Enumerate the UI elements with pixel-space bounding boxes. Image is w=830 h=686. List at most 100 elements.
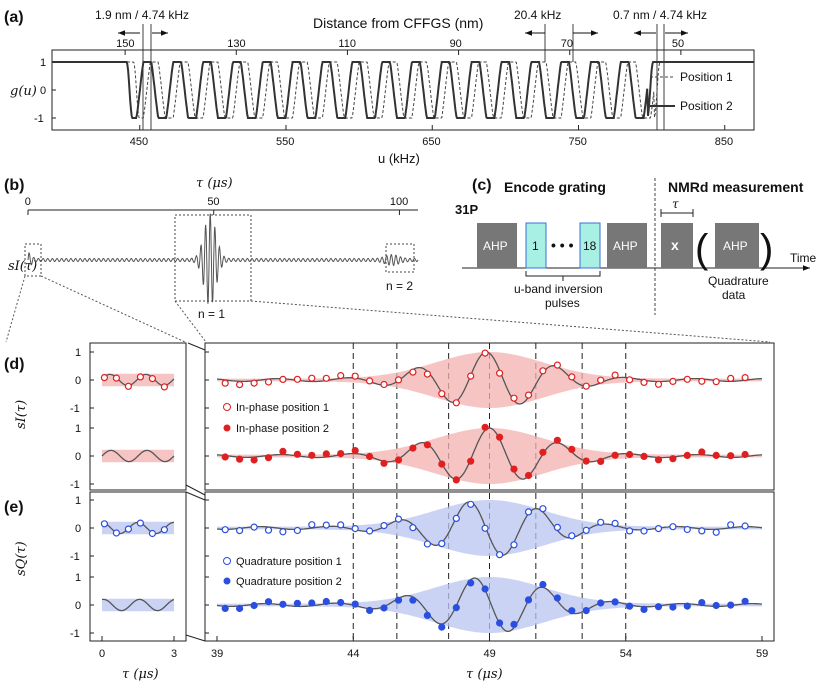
data-point-filled [669,455,677,463]
data-point-filled [496,433,504,441]
data-point-open [337,372,345,380]
data-point-filled [423,441,431,449]
data-point-open [250,523,258,531]
legend-quadrature-1: Quadrature position 1 [236,556,342,568]
data-point-filled [264,454,273,462]
panel-a-ylabel: g(u) [10,84,37,99]
data-point-filled [481,585,489,593]
nmrd-title: NMRd measurement [668,179,804,195]
data-point-filled [553,436,562,444]
time-label: Time [790,251,817,265]
zoom-line-a [5,275,26,343]
data-point-filled [452,476,460,484]
panel-d-left-frame [89,342,187,491]
bottom-tick-label: 59 [756,648,768,660]
data-point-open [112,529,121,537]
data-point-open [394,376,403,384]
y-tick-label: -1 [70,628,80,640]
data-point-open [481,349,489,357]
data-point-filled [524,596,533,604]
data-point-open [160,383,168,391]
data-point-open [496,369,504,377]
data-point-open [100,374,109,382]
x-pulse-label: x [671,237,679,253]
data-point-open [308,374,316,382]
data-point-open [308,521,316,529]
data-point-open [236,526,244,535]
panel-a-annotation-arrows [118,24,688,130]
data-point-filled [568,445,576,453]
data-point-open [669,523,677,531]
bottom-tick-label: 0 [99,648,105,660]
data-point-filled [394,456,403,464]
legend-position-2: Position 2 [680,99,733,113]
data-point-open [568,373,576,381]
data-point-open [467,372,475,380]
legend-filled-blue-marker [223,577,231,585]
data-point-open [467,500,475,508]
data-point-open [640,527,648,535]
data-point-open [438,539,446,548]
inversion-caption-1: u-band inversion [514,282,603,296]
label-n1: n = 1 [198,307,225,321]
bottom-right-xlabel: τ (μs) [466,667,503,682]
data-point-filled [669,603,677,611]
bottom-tick-label: 3 [171,648,177,660]
bottom-tick-label: 54 [620,648,632,660]
data-point-filled [625,602,634,610]
panel-e-label: (e) [4,499,24,516]
ahp-block-3 [715,223,759,268]
zoom-box-n2 [385,243,415,273]
tau-label: τ [672,197,679,211]
panel-a-top-tick-label: 130 [227,38,245,50]
data-point-filled [597,599,605,607]
axis-break-mark [185,634,206,642]
data-point-open [510,394,518,402]
panel-e-legend: Quadrature position 1 Quadrature positio… [223,556,342,588]
panel-a-bottom-tick-label: 850 [715,136,733,148]
data-point-filled [351,447,359,455]
data-point-filled [236,604,244,613]
inversion-brace [525,271,601,281]
data-point-open [279,375,287,383]
data-point-open [712,528,720,536]
data-point-filled [467,457,475,465]
data-point-filled [611,598,619,606]
data-point-open [582,382,590,390]
data-point-open [337,521,345,529]
data-point-open [510,541,518,549]
data-point-open [221,379,229,387]
panel-b-label: (b) [4,177,24,194]
data-point-filled [582,457,590,465]
data-point-filled [640,605,648,614]
data-point-open [481,524,489,532]
inversion-pulse-18 [579,222,601,269]
data-point-filled [539,580,547,589]
panel-d-label: (d) [4,356,24,373]
data-point-open [250,379,258,387]
y-tick-label: 0 [75,600,81,612]
open-paren: ( [695,227,709,271]
envelope-band-left [102,598,174,612]
label-n2: n = 2 [386,279,413,293]
data-point-open [423,370,431,378]
legend-quadrature-2: Quadrature position 2 [236,576,342,588]
axis-break-mark [187,342,206,351]
envelope-band-left [102,373,174,387]
data-point-open [322,521,330,529]
data-point-open [611,519,619,528]
nucleus-label: 31P [455,202,478,217]
panel-b-signal-trace [27,213,419,304]
data-point-filled [654,456,663,464]
panel-a-bottom-tick-label: 550 [276,136,294,148]
data-point-open [611,371,619,379]
data-point-filled [467,579,475,587]
fit-curve-left [101,449,175,463]
data-point-open [160,526,168,534]
data-point-open [394,515,403,523]
y-tick-label: 0 [75,523,81,535]
axis-break-mark [185,491,206,501]
panel-d-ylabel: sI(τ) [14,400,29,429]
x-pulse-block [661,223,693,268]
